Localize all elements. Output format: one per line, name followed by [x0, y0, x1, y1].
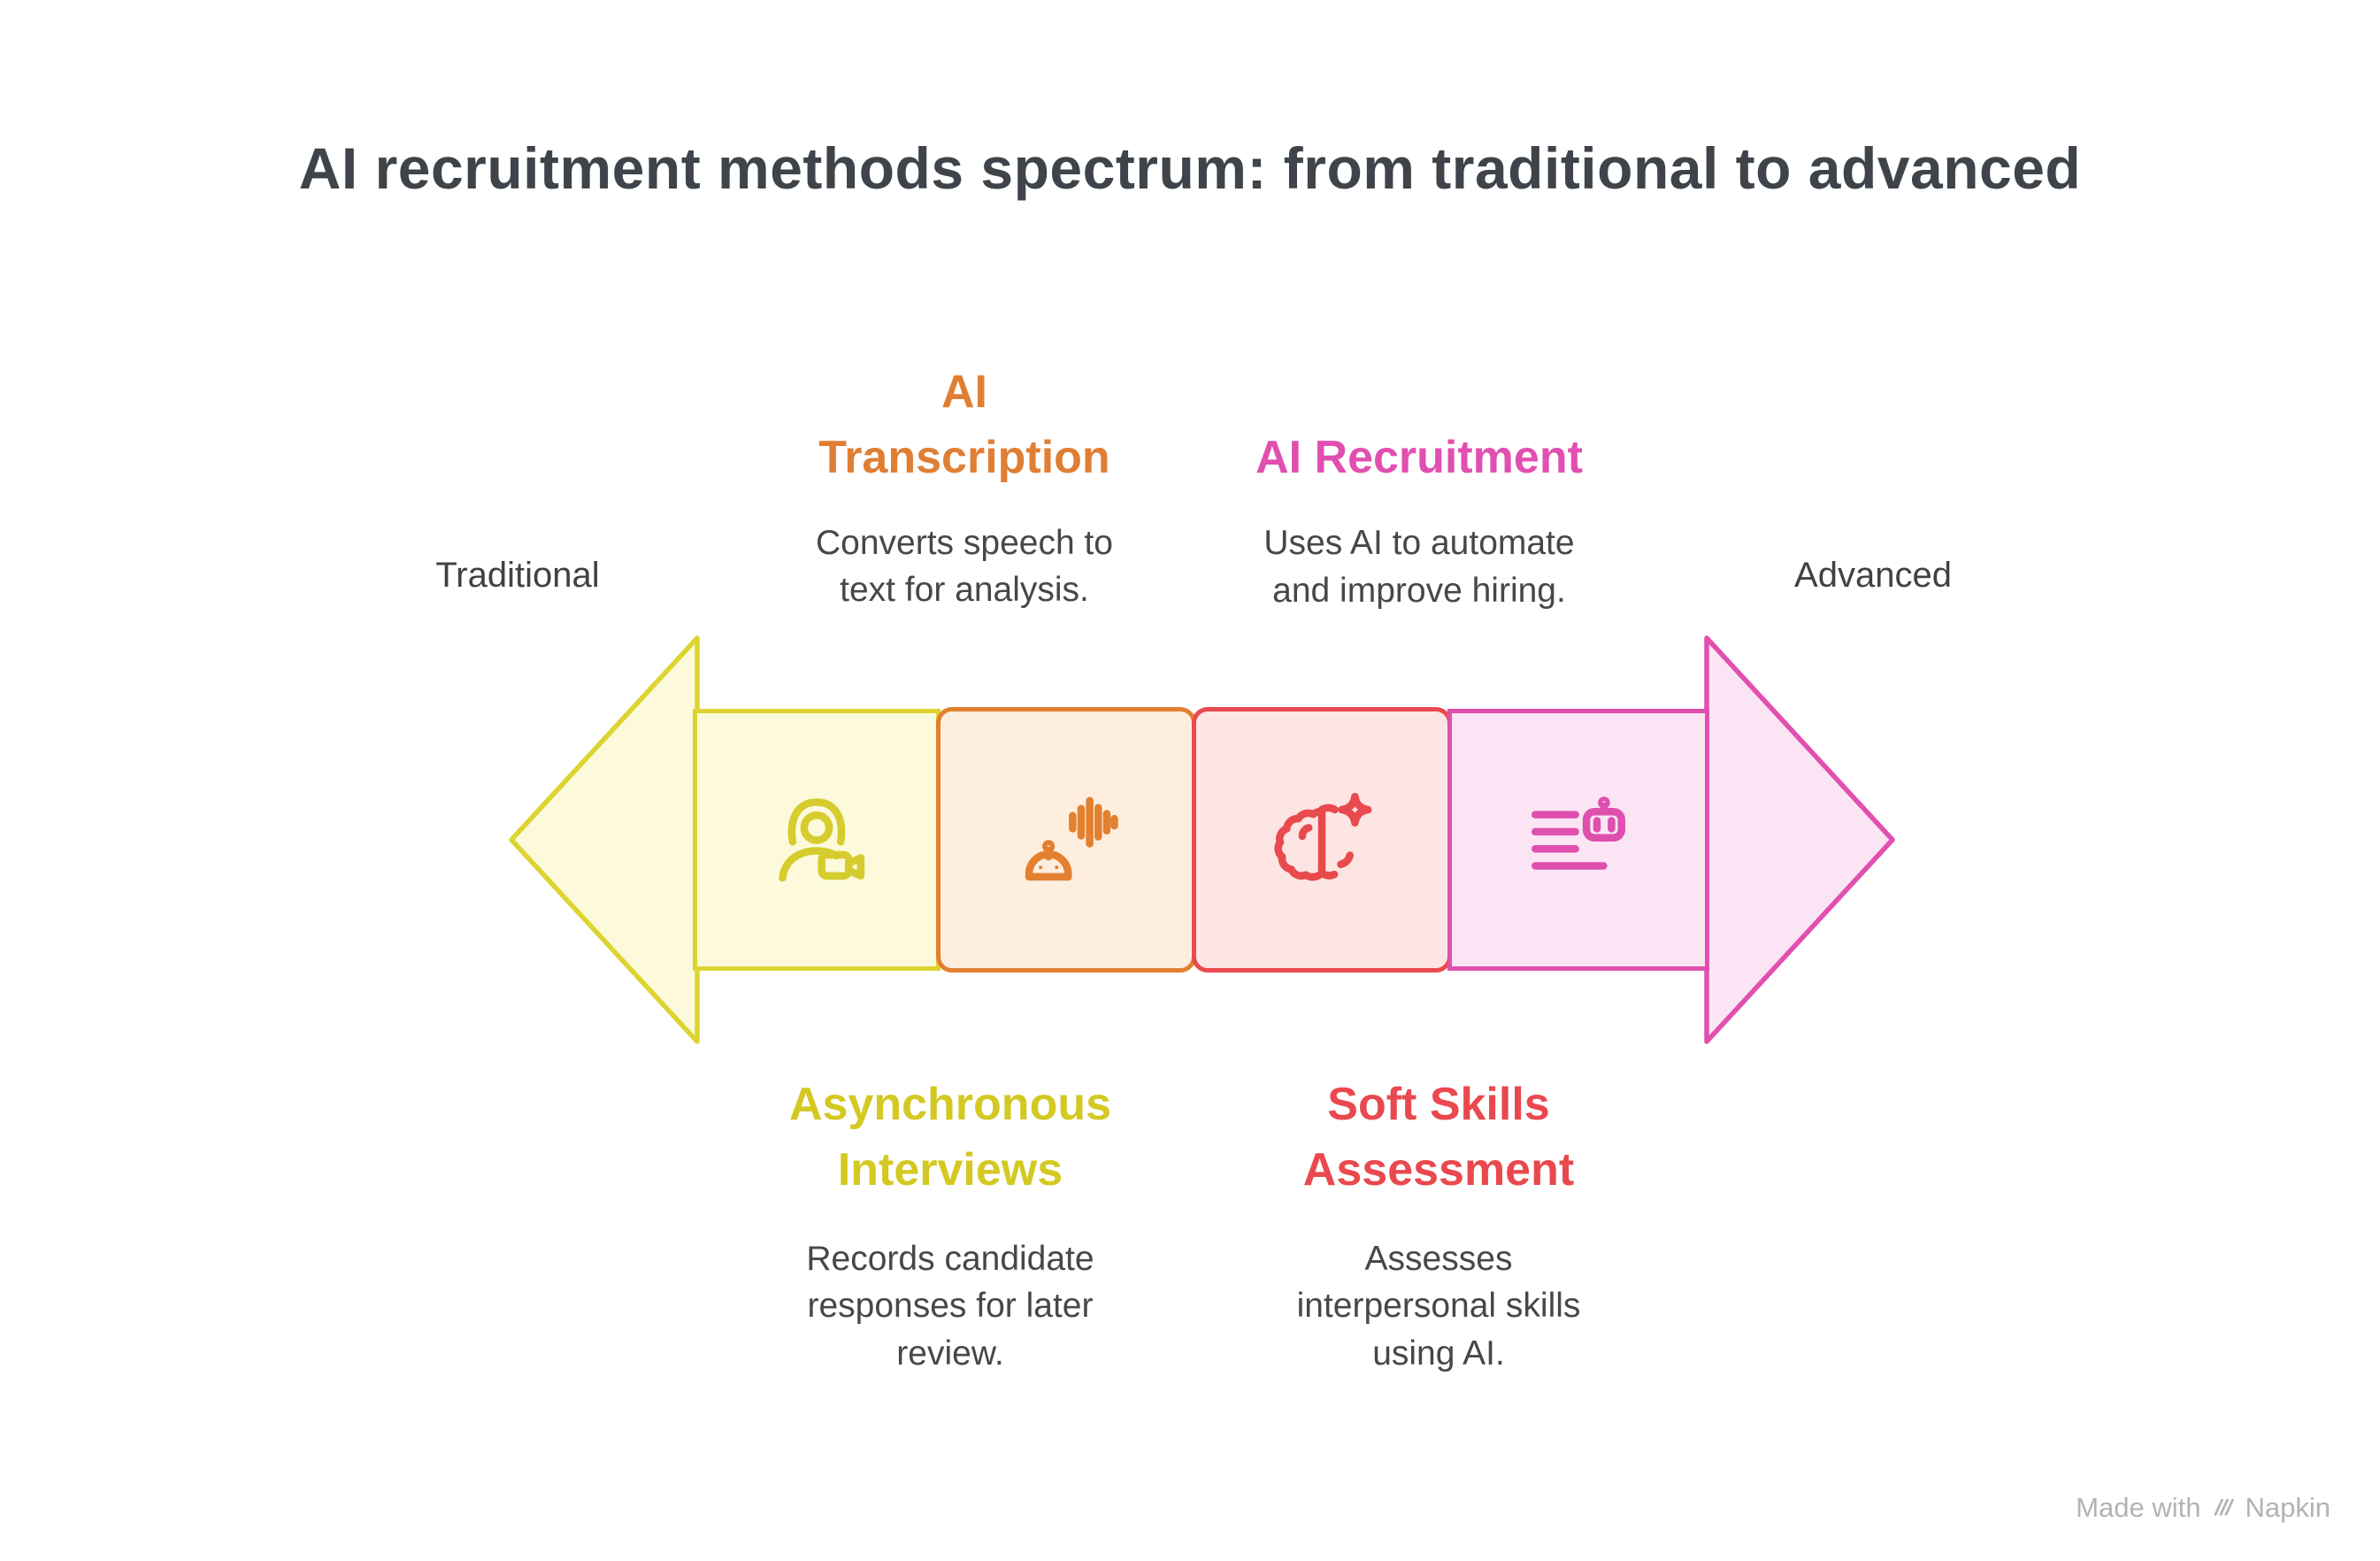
segment-asynchronous-interviews: [693, 709, 940, 971]
caption-ai-recruitment: AI Recruitment Uses AI to automate and i…: [1171, 426, 1667, 614]
method-heading-soft-skills-assessment: Soft Skills Assessment: [1302, 1079, 1575, 1196]
person-video-camera-icon: [779, 798, 865, 882]
robot-soundwave-icon: [1025, 796, 1118, 881]
page-title: AI recruitment methods spectrum: from tr…: [298, 135, 2082, 201]
label-traditional: Traditional: [435, 556, 600, 595]
napkin-logo-icon: [2214, 1498, 2234, 1516]
method-heading-ai-transcription: AI Transcription: [818, 366, 1110, 483]
segment-ai-recruitment: [1447, 709, 1709, 971]
method-heading-asynchronous-interviews: Asynchronous Interviews: [788, 1079, 1112, 1196]
segment-soft-skills-assessment: [1192, 707, 1452, 973]
arrowhead-left-icon: [509, 635, 700, 1044]
arrowhead-right-icon: [1704, 635, 1895, 1044]
method-description-ai-recruitment: Uses AI to automate and improve hiring.: [1263, 523, 1575, 610]
method-description-ai-transcription: Converts speech to text for analysis.: [815, 523, 1113, 610]
caption-asynchronous-interviews: Asynchronous Interviews Records candidat…: [702, 1073, 1198, 1378]
method-heading-ai-recruitment: AI Recruitment: [1255, 432, 1583, 483]
method-description-soft-skills-assessment: Assesses interpersonal skills using AI.: [1296, 1239, 1581, 1373]
caption-ai-transcription: AI Transcription Converts speech to text…: [717, 360, 1212, 614]
label-advanced: Advanced: [1794, 556, 1952, 595]
brain-sparkle-icon: [1274, 793, 1372, 881]
napkin-watermark: Made with Napkin: [2076, 1492, 2330, 1524]
brand-text: Napkin: [2245, 1492, 2331, 1523]
made-with-text: Made with: [2076, 1492, 2201, 1523]
checklist-robot-icon: [1532, 796, 1625, 870]
caption-soft-skills-assessment: Soft Skills Assessment Assesses interper…: [1191, 1073, 1686, 1378]
method-description-asynchronous-interviews: Records candidate responses for later re…: [806, 1239, 1094, 1373]
segment-ai-transcription: [936, 707, 1196, 973]
